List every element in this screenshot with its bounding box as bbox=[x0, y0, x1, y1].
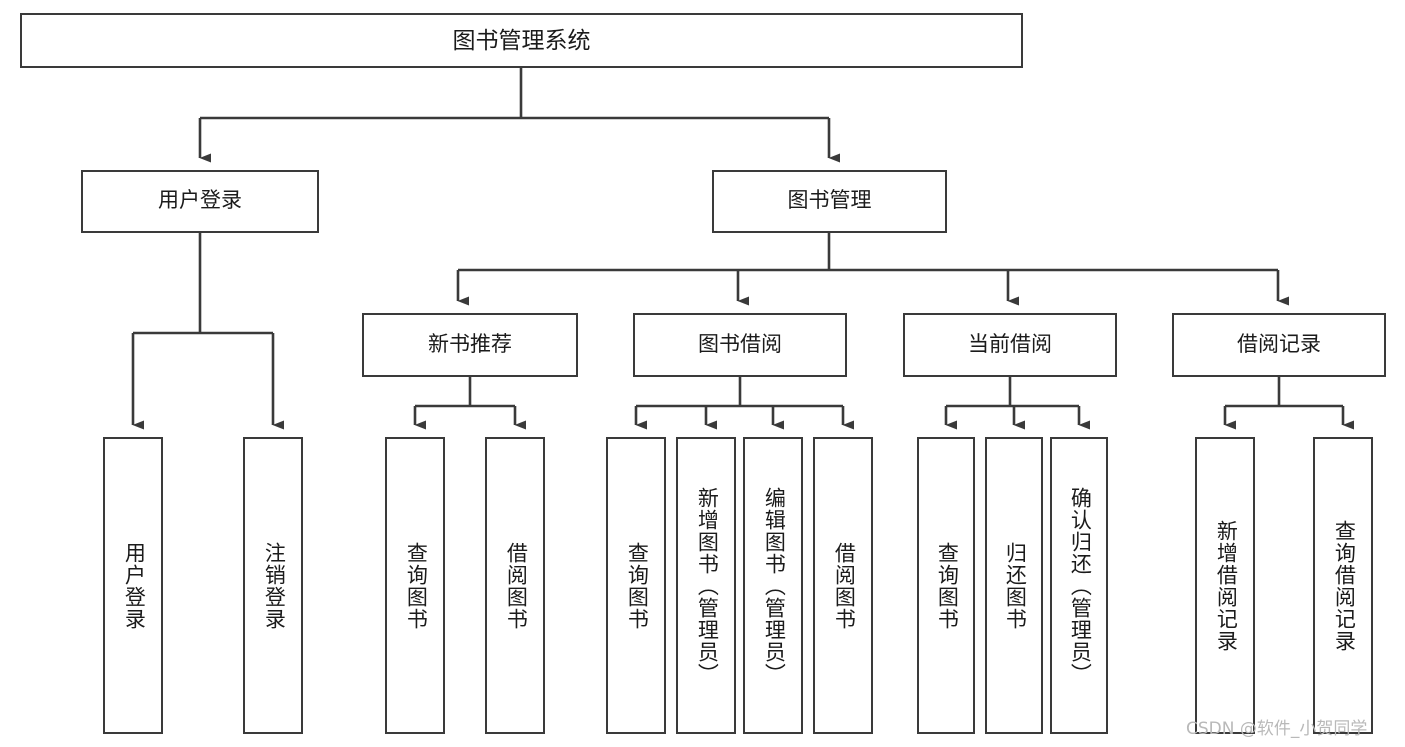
node-root-label: 图书管理系统 bbox=[452, 26, 591, 53]
node-new-book-recommend[interactable]: 新书推荐 bbox=[362, 313, 578, 377]
node-leaf-borrow-book[interactable]: 借阅图书 bbox=[813, 437, 873, 734]
node-leaf-query-book-borrow[interactable]: 查询图书 bbox=[606, 437, 666, 734]
node-borrow-record-label: 借阅记录 bbox=[1237, 332, 1321, 356]
watermark-text: CSDN @软件_小贺同学 bbox=[1186, 719, 1368, 739]
node-borrow-record[interactable]: 借阅记录 bbox=[1172, 313, 1386, 377]
node-leaf-edit-book-admin-label: 编辑图书（管理员） bbox=[762, 486, 786, 685]
node-leaf-query-book-current[interactable]: 查询图书 bbox=[917, 437, 975, 734]
node-leaf-logout-login-label: 注销登录 bbox=[262, 541, 286, 630]
node-leaf-query-book-borrow-label: 查询图书 bbox=[625, 541, 649, 630]
node-leaf-confirm-return-admin-label: 确认归还（管理员） bbox=[1068, 486, 1092, 685]
node-leaf-borrow-book-recommend-label: 借阅图书 bbox=[504, 541, 528, 630]
node-user-login-label: 用户登录 bbox=[158, 189, 242, 213]
node-leaf-query-book-current-label: 查询图书 bbox=[935, 541, 959, 630]
node-current-borrow[interactable]: 当前借阅 bbox=[903, 313, 1117, 377]
node-book-manage[interactable]: 图书管理 bbox=[712, 170, 947, 233]
node-leaf-add-borrow-record-label: 新增借阅记录 bbox=[1214, 519, 1238, 652]
node-leaf-add-book-admin-label: 新增图书（管理员） bbox=[695, 486, 719, 685]
node-current-borrow-label: 当前借阅 bbox=[968, 332, 1052, 356]
node-leaf-query-book-recommend[interactable]: 查询图书 bbox=[385, 437, 445, 734]
node-leaf-edit-book-admin[interactable]: 编辑图书（管理员） bbox=[743, 437, 803, 734]
node-leaf-query-borrow-record[interactable]: 查询借阅记录 bbox=[1313, 437, 1373, 734]
node-user-login[interactable]: 用户登录 bbox=[81, 170, 319, 233]
node-leaf-query-borrow-record-label: 查询借阅记录 bbox=[1332, 519, 1356, 652]
node-book-borrow-label: 图书借阅 bbox=[698, 332, 782, 356]
node-leaf-add-book-admin[interactable]: 新增图书（管理员） bbox=[676, 437, 736, 734]
node-new-book-recommend-label: 新书推荐 bbox=[428, 332, 512, 356]
node-leaf-borrow-book-label: 借阅图书 bbox=[832, 541, 856, 630]
node-book-manage-label: 图书管理 bbox=[787, 189, 872, 213]
node-leaf-borrow-book-recommend[interactable]: 借阅图书 bbox=[485, 437, 545, 734]
node-leaf-confirm-return-admin[interactable]: 确认归还（管理员） bbox=[1050, 437, 1108, 734]
node-leaf-user-login-label: 用户登录 bbox=[122, 541, 146, 630]
node-leaf-user-login[interactable]: 用户登录 bbox=[103, 437, 163, 734]
node-leaf-logout-login[interactable]: 注销登录 bbox=[243, 437, 303, 734]
node-leaf-return-book-label: 归还图书 bbox=[1003, 541, 1027, 630]
node-leaf-query-book-recommend-label: 查询图书 bbox=[404, 541, 428, 630]
node-book-borrow[interactable]: 图书借阅 bbox=[633, 313, 847, 377]
node-root[interactable]: 图书管理系统 bbox=[20, 13, 1023, 68]
node-leaf-return-book[interactable]: 归还图书 bbox=[985, 437, 1043, 734]
node-leaf-add-borrow-record[interactable]: 新增借阅记录 bbox=[1195, 437, 1255, 734]
